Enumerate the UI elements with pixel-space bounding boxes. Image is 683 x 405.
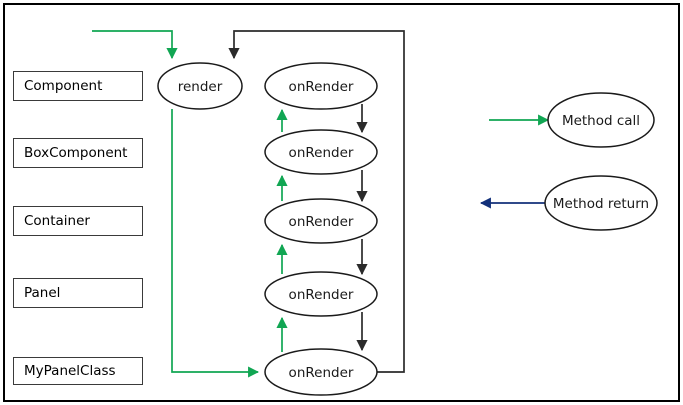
class-box-component[interactable]: Component [13,71,143,101]
class-box-mypanelclass[interactable]: MyPanelClass [13,357,143,385]
class-box-label-component: Component [24,77,103,94]
class-box-boxcomponent[interactable]: BoxComponent [13,138,143,168]
node-render[interactable] [157,62,243,110]
class-box-label-panel: Panel [24,284,61,301]
node-onrender1[interactable] [264,62,378,110]
node-onrender4[interactable] [264,271,378,317]
edge-onrender5-to-onrender1 [228,30,405,373]
node-onrender5[interactable] [264,348,378,396]
legend-node-method-return[interactable] [544,175,658,231]
edge-render-to-onrender5 [171,109,260,378]
class-box-label-mypanelclass: MyPanelClass [24,362,116,379]
node-onrender3[interactable] [264,198,378,244]
class-box-label-boxcomponent: BoxComponent [24,144,128,161]
node-onrender2[interactable] [264,129,378,175]
class-box-container[interactable]: Container [13,206,143,236]
edge-entry-to-render [92,30,178,60]
diagram-frame [3,3,680,402]
class-box-panel[interactable]: Panel [13,278,143,308]
legend-node-method-call[interactable] [547,92,655,148]
class-box-label-container: Container [24,212,90,229]
